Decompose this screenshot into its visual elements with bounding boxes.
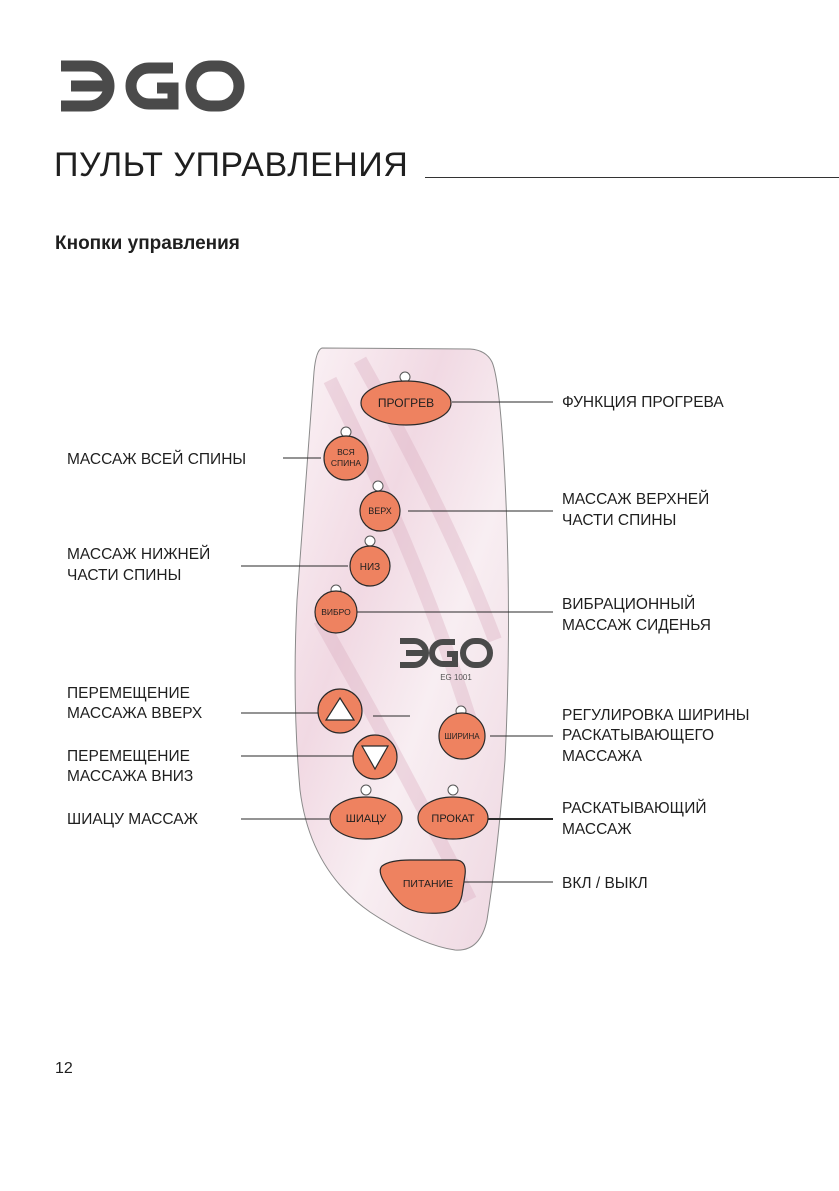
brand-logo [61, 60, 245, 112]
shiatsu-button-label: ШИАЦУ [346, 813, 387, 825]
width-button [438, 712, 486, 760]
callout-lower-back-2: ЧАСТИ СПИНЫ [67, 567, 182, 584]
callout-shiatsu: ШИАЦУ МАССАЖ [67, 811, 198, 828]
upper-back-button-label: ВЕРХ [368, 506, 392, 516]
title-divider [425, 177, 839, 178]
upper-back-button [359, 490, 401, 532]
callout-move-down-1: ПЕРЕМЕЩЕНИЕ [67, 748, 190, 765]
callout-upper-back-2: ЧАСТИ СПИНЫ [562, 512, 677, 529]
callout-width-3: МАССАЖА [562, 748, 642, 765]
callout-vibration-1: ВИБРАЦИОННЫЙ [562, 596, 696, 613]
rolling-button [417, 796, 489, 840]
callout-move-up-2: МАССАЖА ВВЕРХ [67, 705, 203, 722]
lower-back-button [349, 545, 391, 587]
power-button [379, 859, 466, 914]
section-title: Кнопки управления [55, 233, 240, 254]
width-button-label: ШИРИНА [444, 732, 480, 741]
callout-move-up-1: ПЕРЕМЕЩЕНИЕ [67, 685, 190, 702]
rolling-button-label: ПРОКАТ [431, 813, 474, 825]
lower-back-button-label: НИЗ [360, 562, 380, 573]
callout-power: ВКЛ / ВЫКЛ [562, 875, 648, 892]
shiatsu-button [329, 796, 403, 840]
full-back-button-label-1: ВСЯ [337, 447, 355, 457]
callout-rolling-1: РАСКАТЫВАЮЩИЙ [562, 800, 707, 817]
full-back-button-label-2: СПИНА [331, 458, 361, 468]
vibration-button [314, 590, 358, 634]
arrow-down-icon [360, 745, 390, 771]
callout-lower-back-1: МАССАЖ НИЖНЕЙ [67, 546, 211, 563]
page-number: 12 [55, 1060, 73, 1077]
callout-width-1: РЕГУЛИРОВКА ШИРИНЫ [562, 707, 750, 724]
full-back-button [323, 435, 369, 481]
power-button-label: ПИТАНИЕ [403, 878, 453, 890]
remote-logo [400, 638, 493, 668]
callout-full-back: МАССАЖ ВСЕЙ СПИНЫ [67, 451, 247, 468]
vibration-button-label: ВИБРО [321, 607, 351, 617]
callout-move-down-2: МАССАЖА ВНИЗ [67, 768, 194, 785]
callout-width-2: РАСКАТЫВАЮЩЕГО [562, 727, 715, 744]
page-title: ПУЛЬТ УПРАВЛЕНИЯ [54, 146, 409, 184]
callout-rolling-2: МАССАЖ [562, 821, 632, 838]
heat-button [360, 380, 452, 426]
heat-button-label: ПРОГРЕВ [378, 396, 434, 410]
remote-model: EG 1001 [440, 673, 472, 682]
arrow-up-icon [324, 696, 356, 721]
callout-vibration-2: МАССАЖ СИДЕНЬЯ [562, 617, 711, 634]
callout-heat: ФУНКЦИЯ ПРОГРЕВА [562, 394, 724, 411]
callout-upper-back-1: МАССАЖ ВЕРХНЕЙ [562, 491, 710, 508]
